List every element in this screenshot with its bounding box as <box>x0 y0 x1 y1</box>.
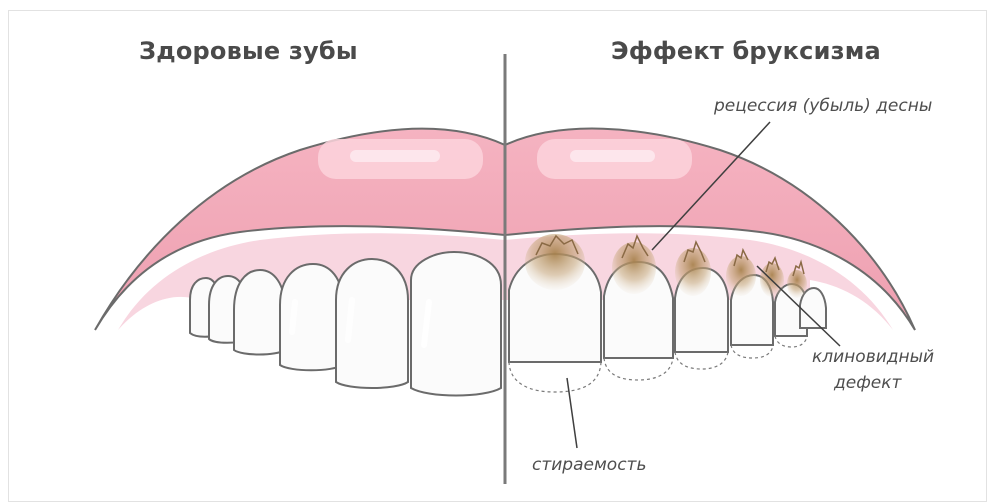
lip-highlight-right-inner <box>570 150 655 162</box>
lip-highlight-left-inner <box>350 150 440 162</box>
healthy-teeth-title: Здоровые зубы <box>139 37 358 65</box>
gum-recession-label: рецессия (убыль) десны <box>714 96 932 116</box>
wedge-defect-label-line2: дефект <box>834 373 901 393</box>
wedge-defect-label-line1: клиновидный <box>812 347 934 367</box>
bruxism-effect-title: Эффект бруксизма <box>611 37 881 65</box>
tooth <box>234 270 285 355</box>
tooth <box>280 264 343 370</box>
abrasion-label: стираемость <box>532 455 646 475</box>
